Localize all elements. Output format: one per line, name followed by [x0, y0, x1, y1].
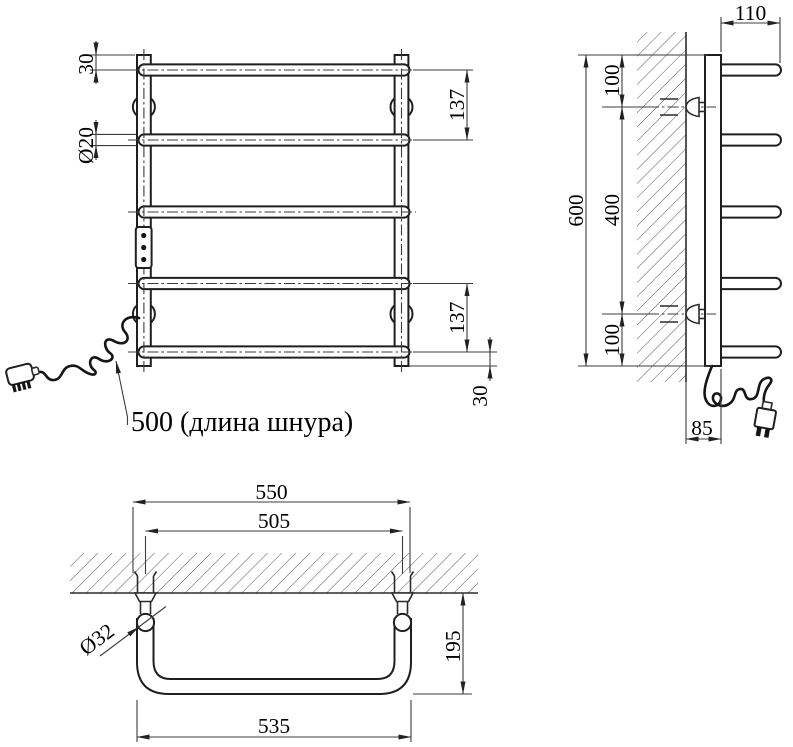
dim-top-stand-dia: Ø32 [75, 619, 119, 660]
dim-side-mount-span: 400 [600, 194, 624, 226]
anchor-flare [152, 571, 158, 577]
leader-arrow [127, 626, 140, 637]
side-bar [720, 63, 782, 77]
anchor-flare [390, 571, 396, 577]
dim-front-tube-dia: Ø20 [74, 127, 98, 164]
bracket-flange [685, 96, 700, 118]
plug-neck [31, 366, 40, 376]
wall-bracket-lower [648, 303, 716, 325]
dim-front-pitch-upper: 137 [445, 89, 469, 122]
plug-pin [16, 382, 22, 392]
dim-front-offset-bottom: 30 [468, 385, 492, 407]
dim-side-mount-top: 100 [600, 64, 624, 96]
plug-pin [764, 428, 771, 438]
leader-line [115, 360, 129, 418]
dim-top-tube-width: 535 [258, 714, 290, 738]
wall-hatch [70, 553, 478, 593]
power-cord-front [38, 315, 141, 382]
wall-bracket-upper [648, 96, 716, 118]
power-plug-side [753, 400, 777, 438]
anchor-stem-right [390, 571, 415, 614]
anchor-stem-left [133, 571, 158, 614]
power-plug-front [5, 362, 40, 393]
plug-pin [755, 426, 762, 437]
plug-pin [26, 380, 32, 389]
side-post [704, 54, 722, 367]
stem-flange [390, 592, 415, 603]
side-bar [720, 205, 782, 219]
dim-front-pitch-lower: 137 [445, 301, 469, 334]
indicator-dot [141, 256, 147, 263]
side-bar [720, 133, 782, 147]
dim-top-overall-width: 550 [255, 480, 287, 504]
plug-body [5, 362, 35, 386]
dim-side-mount-bottom: 100 [600, 324, 624, 356]
anchor-flare [409, 571, 415, 577]
u-tube-outer [136, 618, 412, 695]
stem-flange [133, 592, 158, 603]
dim-front-offset-top: 30 [74, 53, 98, 75]
indicator-dot [141, 244, 147, 251]
stand-section-right [392, 612, 413, 633]
dim-top-wall-depth: 195 [441, 630, 465, 662]
side-view: 600 100 400 100 110 85 [564, 1, 782, 444]
dim-side-height: 600 [564, 194, 588, 226]
side-bar [720, 276, 782, 291]
wall-hatch [637, 32, 686, 382]
cord-length-label: 500 (длина шнура) [131, 407, 353, 438]
anchor-flare [133, 571, 139, 577]
dim-top-mount-centers: 505 [258, 509, 290, 533]
top-view: 550 505 [70, 480, 478, 742]
dim-side-depth: 110 [735, 1, 766, 25]
u-tube-inner [152, 618, 396, 680]
power-cord-side [703, 364, 773, 408]
plug-pin [11, 383, 17, 393]
plug-body [753, 406, 777, 431]
bracket-flange [685, 303, 700, 325]
plug-pin [21, 381, 27, 391]
dim-side-cord-offset: 85 [691, 416, 713, 440]
front-view: 30 Ø20 137 137 30 500 (длина шнура) [5, 41, 497, 438]
side-bar [720, 345, 782, 359]
indicator-dot [141, 232, 147, 239]
